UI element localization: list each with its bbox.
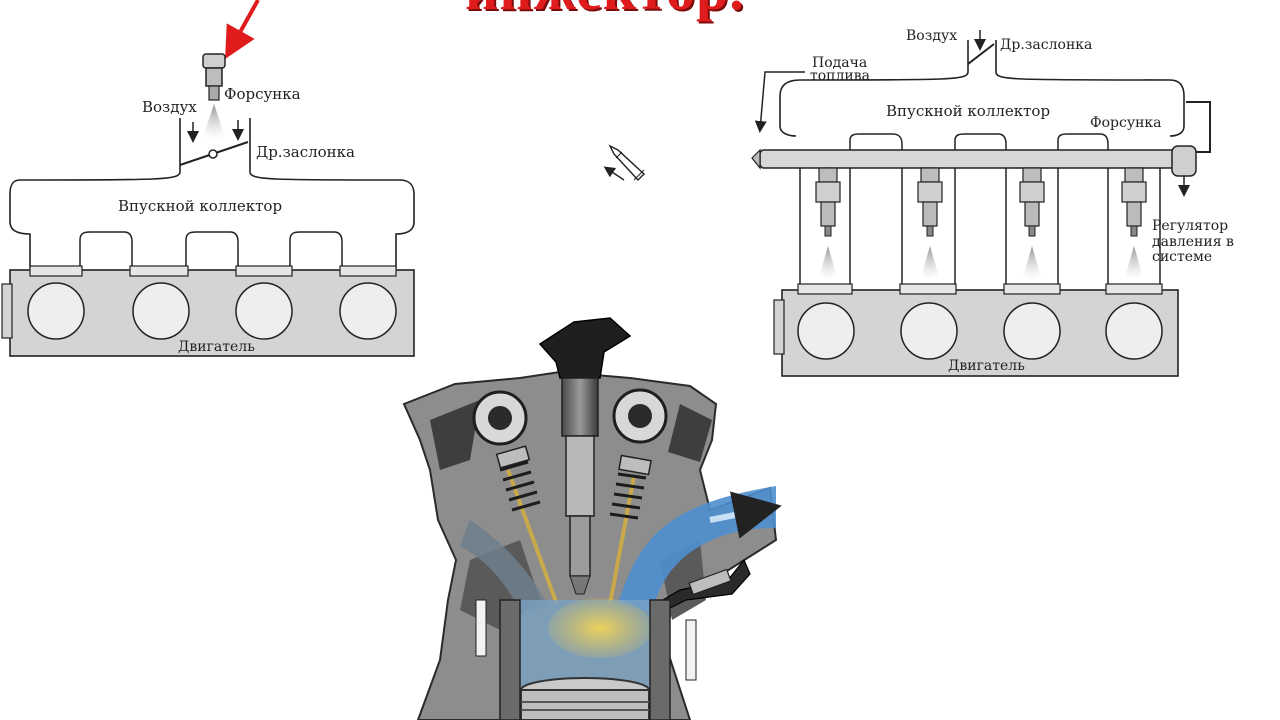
mono-manifold-label: Впускной коллектор: [118, 197, 282, 215]
red-pointer-arrow: [225, 0, 260, 59]
multi-injector: [1121, 167, 1147, 280]
multi-regulator-label-1: Регулятор: [1152, 218, 1228, 234]
multi-injector: [917, 167, 943, 280]
multi-cylinders: [797, 302, 1163, 360]
pencil-cursor-icon: [603, 144, 646, 182]
multi-fuel-supply-label-1: Подача: [812, 55, 867, 71]
multi-injector-label: Форсунка: [1090, 115, 1162, 131]
multi-fuel-supply-label-2: топлива: [810, 68, 870, 84]
mono-engine-label: Двигатель: [178, 339, 255, 355]
multi-throttle-flap: [967, 43, 995, 65]
multi-manifold-label: Впускной коллектор: [886, 102, 1050, 120]
mono-injection-diagram: Форсунка Воздух Др.заслонка Впускной кол…: [1, 0, 415, 357]
engine-cutaway-illustration: [402, 317, 782, 720]
pressure-regulator: [1171, 145, 1197, 197]
multi-runner-tops: [849, 133, 1109, 152]
mono-injector: [202, 53, 226, 140]
slide-title: инжектор.: [465, 0, 745, 23]
mono-throttle-label: Др.заслонка: [256, 143, 355, 161]
multi-regulator-label-2: давления в: [1152, 234, 1234, 250]
multi-ports: [797, 283, 1163, 295]
mono-injector-label: Форсунка: [224, 85, 301, 103]
mono-ports: [29, 265, 397, 277]
multi-injector: [1019, 167, 1045, 280]
mono-runners: [79, 231, 343, 268]
multi-regulator-label-3: системе: [1152, 249, 1212, 265]
mono-cylinders: [27, 282, 397, 340]
multi-air-label: Воздух: [906, 28, 957, 44]
multi-throttle-label: Др.заслонка: [1000, 37, 1092, 53]
fuel-cloud: [548, 598, 652, 658]
multi-injector: [815, 167, 841, 280]
multi-injectors: [815, 167, 1147, 280]
mono-air-label: Воздух: [142, 98, 197, 116]
multi-injection-diagram: Воздух Др.заслонка Подача топлива Впускн…: [751, 28, 1234, 377]
fuel-rail: [759, 149, 1181, 169]
multi-engine-label: Двигатель: [948, 358, 1025, 374]
multi-runners: [799, 168, 1161, 288]
